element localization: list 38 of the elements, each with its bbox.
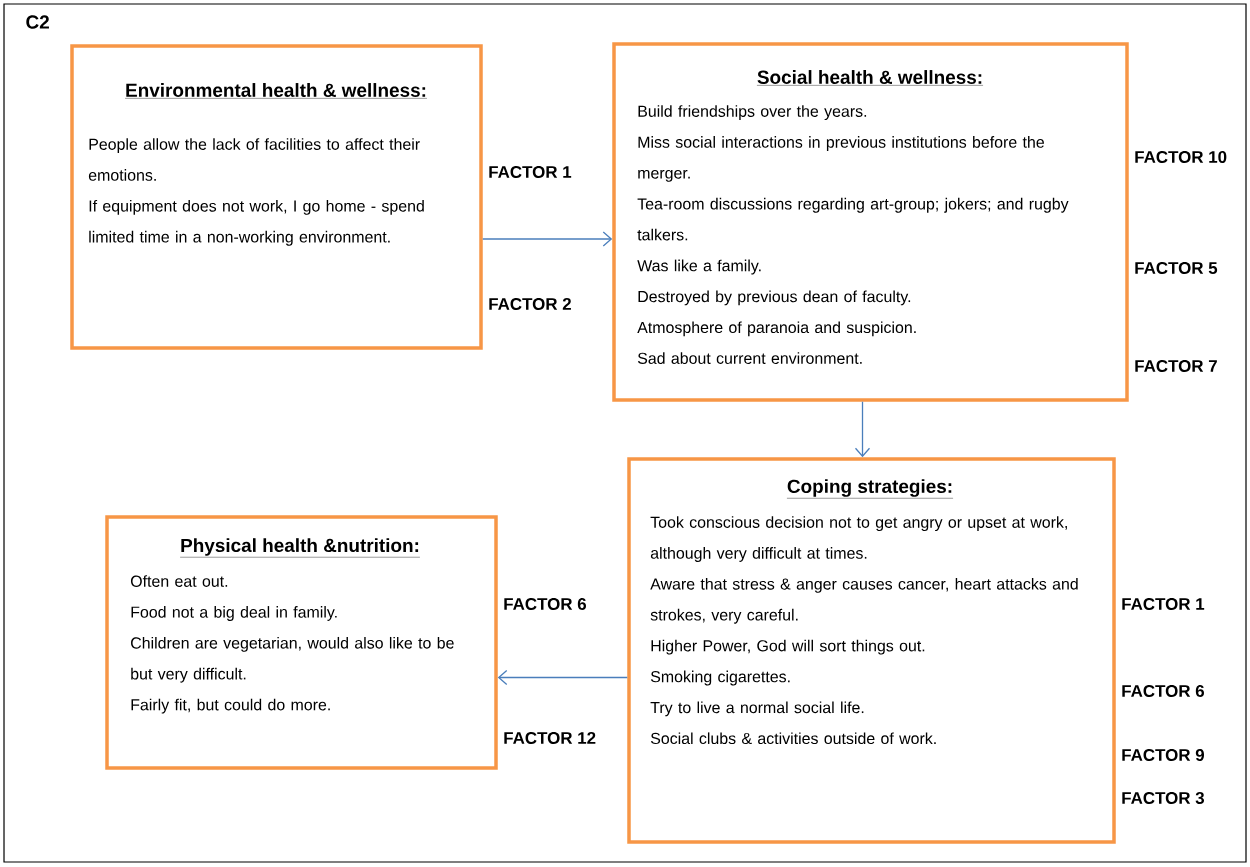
arrow bbox=[854, 401, 871, 458]
factor-label: FACTOR 2 bbox=[489, 298, 571, 310]
body-text: Smoking cigarettes. bbox=[650, 670, 790, 686]
heading: Environmental health & wellness: bbox=[124, 83, 428, 99]
body-text: Destroyed by previous dean of faculty. bbox=[638, 290, 911, 306]
arrow bbox=[497, 669, 628, 686]
body-text: Sad about current environment. bbox=[637, 352, 862, 364]
factor-label: FACTOR 7 bbox=[1135, 360, 1217, 372]
factor-label: FACTOR 5 bbox=[1135, 262, 1218, 274]
body-text: Was like a family. bbox=[637, 259, 761, 275]
factor-label: FACTOR 6 bbox=[1122, 685, 1205, 697]
heading: Social health & wellness: bbox=[756, 70, 984, 86]
factor-label: FACTOR 1 bbox=[489, 166, 572, 178]
body-text: Atmosphere of paranoia and suspicion. bbox=[637, 321, 916, 337]
body-text: Fairly fit, but could do more. bbox=[131, 698, 330, 714]
body-text: Higher Power, God will sort things out. bbox=[651, 639, 925, 655]
body-text: Often eat out. bbox=[130, 575, 228, 587]
body-text: Took conscious decision not to get angry or upset at work, although very difficult at times. bbox=[650, 516, 1067, 562]
arrow bbox=[482, 231, 613, 247]
body-text: Aware that stress & anger causes cancer, heart attacks and strokes, very careful. bbox=[650, 577, 1078, 624]
panel-label: C2 bbox=[26, 15, 49, 29]
body-text: Social clubs & activities outside of work. bbox=[650, 732, 936, 745]
body-text: Tea-room discussions regarding art-group; jokers; and rugby talkers. bbox=[637, 197, 1069, 241]
heading: Physical health &nutrition: bbox=[179, 538, 421, 558]
body-text: Food not a big deal in family. bbox=[131, 606, 337, 621]
factor-label: FACTOR 9 bbox=[1122, 749, 1204, 761]
factor-label: FACTOR 1 bbox=[1122, 598, 1205, 610]
body-text: If equipment does not work, I go home - spend limited time in a non-working environment. bbox=[89, 199, 424, 246]
body-text: Build friendships over the years. bbox=[638, 105, 867, 121]
body-text: People allow the lack of facilities to affect their emotions. bbox=[88, 138, 420, 181]
factor-label: FACTOR 10 bbox=[1135, 151, 1227, 163]
factor-label: FACTOR 3 bbox=[1122, 792, 1205, 804]
body-text: Miss social interactions in previous institutions before the merger. bbox=[638, 136, 1044, 182]
heading: Coping strategies: bbox=[786, 479, 954, 499]
factor-label: FACTOR 12 bbox=[504, 732, 596, 744]
body-text: Try to live a normal social life. bbox=[650, 701, 864, 717]
factor-label: FACTOR 6 bbox=[504, 598, 587, 610]
body-text: Children are vegetarian, would also like to be but very difficult. bbox=[131, 636, 454, 683]
